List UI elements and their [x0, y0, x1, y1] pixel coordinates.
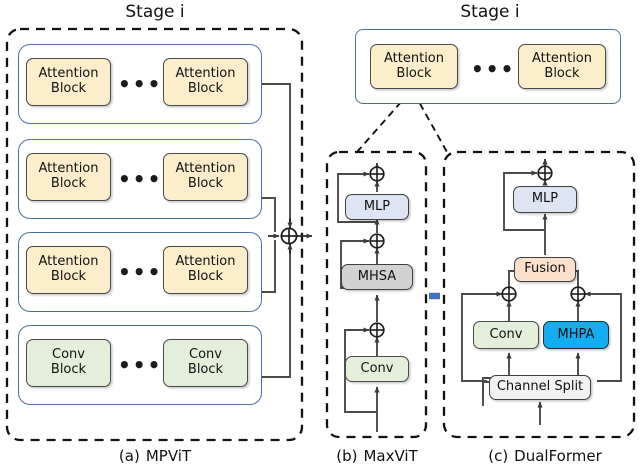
panel-a-merge-node: [280, 227, 298, 245]
attention-block[interactable]: Attention Block: [163, 58, 248, 106]
panel-c-caption-tag: (c): [488, 447, 509, 465]
attention-block[interactable]: Attention Block: [370, 44, 458, 89]
attention-block[interactable]: Attention Block: [26, 246, 111, 294]
panel-b-dashed-border: [325, 150, 428, 439]
conv-block[interactable]: Conv Block: [26, 339, 111, 387]
dualformer-add-left: [501, 286, 517, 302]
ellipsis-dots: •••: [118, 72, 163, 96]
attention-block[interactable]: Attention Block: [26, 58, 111, 106]
ellipsis-dots: •••: [118, 260, 163, 284]
attention-block[interactable]: Attention Block: [163, 246, 248, 294]
attention-block[interactable]: Attention Block: [163, 153, 248, 201]
dualformer-mhpa-block[interactable]: MHPA: [543, 321, 609, 349]
attention-block[interactable]: Attention Block: [26, 153, 111, 201]
dualformer-mlp-block[interactable]: MLP: [513, 186, 577, 213]
dualformer-residual-add-top: [537, 165, 553, 181]
maxvit-conv-block[interactable]: Conv: [345, 356, 409, 382]
maxvit-residual-add-2: [369, 233, 385, 249]
ellipsis-dots: •••: [118, 167, 163, 191]
ellipsis-dots: •••: [471, 57, 516, 81]
dualformer-fusion-block[interactable]: Fusion: [514, 257, 576, 282]
panel-c-caption: (c) DualFormer: [455, 447, 635, 465]
panel-c-dashed-border: [442, 150, 636, 439]
maxvit-residual-add-3: [369, 166, 385, 182]
dualformer-add-right: [570, 286, 586, 302]
ellipsis-dots: •••: [118, 353, 163, 377]
panel-c-caption-label: DualFormer: [514, 447, 602, 465]
panel-a-caption: (a) MPViT: [75, 447, 235, 465]
panel-b-caption-tag: (b): [336, 447, 358, 465]
panel-a-dashed-border: [5, 27, 304, 442]
panel-a-stage-title: Stage i: [125, 2, 185, 22]
dualformer-conv-block[interactable]: Conv: [473, 321, 539, 349]
maxvit-mhsa-block[interactable]: MHSA: [341, 264, 413, 290]
panel-a-caption-label: MPViT: [145, 447, 192, 465]
dualformer-channel-split-block[interactable]: Channel Split: [489, 375, 591, 400]
maxvit-mlp-block[interactable]: MLP: [345, 194, 409, 220]
panel-b-caption: (b) MaxViT: [297, 447, 457, 465]
panel-a-caption-tag: (a): [118, 447, 140, 465]
attention-block[interactable]: Attention Block: [518, 44, 606, 89]
maxvit-residual-add-1: [369, 322, 385, 338]
conv-block[interactable]: Conv Block: [163, 339, 248, 387]
panel-top-stage-title: Stage i: [460, 2, 520, 22]
panel-b-caption-label: MaxViT: [363, 447, 418, 465]
